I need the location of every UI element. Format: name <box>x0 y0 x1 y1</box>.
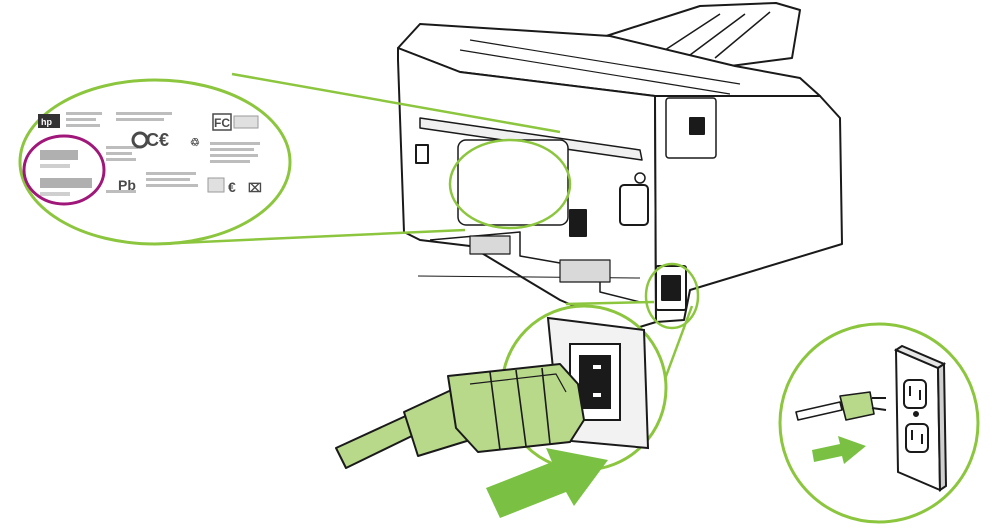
insert-arrow <box>486 448 608 518</box>
hp-logo-text: hp <box>41 117 52 127</box>
ce-mark: C€ <box>146 130 169 150</box>
small-plug <box>839 391 875 421</box>
weee-bin-icon: ⌧ <box>248 181 262 195</box>
serial-number-highlight <box>22 134 106 206</box>
recycle-mark-icon: ♲ <box>190 137 200 149</box>
socket-highlight <box>644 262 700 330</box>
wall-outlet-plate <box>894 348 942 492</box>
power-plug <box>447 363 585 453</box>
power-cord <box>335 363 585 469</box>
label-fine-print <box>66 112 260 193</box>
fcc-mark-icon <box>212 113 232 131</box>
c-tick-mark-icon <box>131 131 149 149</box>
outlet-zoom-circle <box>778 322 980 524</box>
hp-logo-icon <box>38 114 60 128</box>
label-area-highlight <box>448 138 572 230</box>
small-insert-arrow <box>812 436 866 464</box>
label-callout: hp C€ FC ♲ Pb € ⌧ <box>18 72 572 246</box>
printer <box>397 2 843 331</box>
fcc-mark: FC <box>214 116 230 130</box>
serial-number-block <box>40 150 92 196</box>
wall-outlet-callout <box>778 322 980 524</box>
pb-free-mark-icon: Pb <box>118 177 136 193</box>
ce-mark-small-icon: € <box>228 179 236 195</box>
